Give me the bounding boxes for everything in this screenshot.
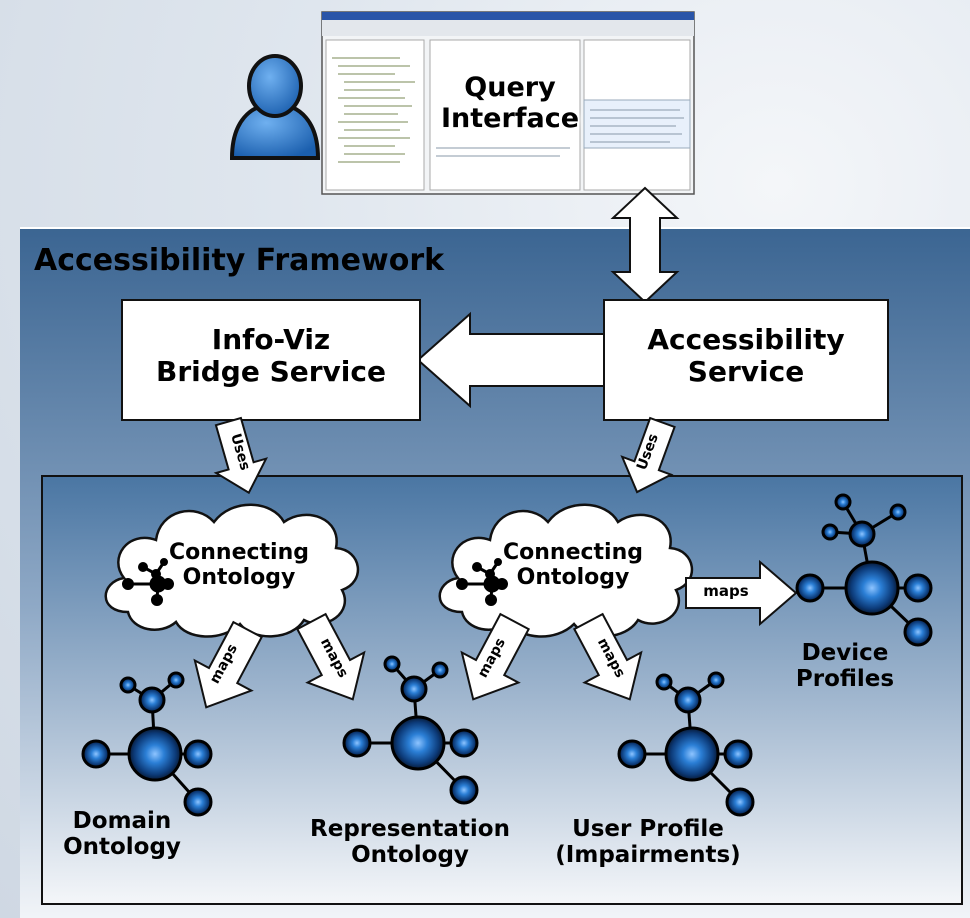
connecting-ontology-cloud-left — [104, 503, 359, 638]
infoviz-service-box — [121, 299, 421, 421]
maps-label-device: maps — [703, 582, 749, 600]
connecting-ontology-left-line1: Connecting — [168, 540, 309, 565]
connecting-ontology-cloud-right — [438, 503, 693, 638]
maps-arrow-domain — [193, 620, 264, 709]
representation-ontology-line2: Ontology — [351, 842, 469, 869]
graph-icon-left — [122, 558, 174, 606]
maps-arrow-representation-left — [295, 612, 366, 701]
user-profile-line2: (Impairments) — [555, 842, 741, 869]
device-profiles-ontology-graph — [795, 493, 933, 647]
domain-ontology-line1: Domain — [72, 808, 172, 834]
query-interface-line1: Query — [464, 72, 556, 103]
maps-arrow-user-profile — [572, 612, 643, 701]
maps-arrow-representation-right — [460, 612, 531, 701]
device-profiles-line1: Device — [801, 640, 889, 666]
framework-title: Accessibility Framework — [34, 243, 445, 278]
user-person-icon — [229, 54, 321, 160]
representation-ontology-graph — [342, 655, 479, 805]
domain-ontology-label: Domain Ontology — [52, 808, 192, 861]
infoviz-service-line2: Bridge Service — [156, 355, 386, 389]
representation-ontology-label: Representation Ontology — [300, 816, 520, 869]
query-interface-line2: Interface — [440, 103, 580, 135]
uses-arrow-left — [213, 416, 269, 495]
infoviz-service-line1: Info-Viz — [211, 323, 331, 356]
user-profile-line1: User Profile — [572, 816, 724, 842]
device-profiles-line2: Profiles — [795, 666, 895, 693]
device-profiles-label: Device Profiles — [790, 640, 900, 693]
accessibility-service-label: Accessibility Service — [604, 323, 888, 389]
connecting-ontology-label-left: Connecting Ontology — [164, 540, 314, 591]
service-arrow — [416, 311, 605, 409]
maps-arrow-device — [685, 559, 798, 627]
graph-icon-right — [456, 558, 508, 606]
query-interface-label: Query Interface — [420, 72, 600, 134]
connecting-ontology-left-line2: Ontology — [182, 565, 296, 591]
query-interface-screenshot — [321, 11, 695, 195]
user-profile-ontology-graph — [617, 671, 755, 817]
representation-ontology-line1: Representation — [310, 816, 510, 842]
infoviz-service-label: Info-Viz Bridge Service — [122, 323, 420, 389]
uses-arrow-right — [620, 416, 676, 494]
domain-ontology-graph — [81, 671, 213, 817]
accessibility-service-line1: Accessibility — [647, 323, 845, 356]
connecting-ontology-label-right: Connecting Ontology — [498, 540, 648, 591]
connecting-ontology-right-line2: Ontology — [516, 565, 630, 591]
user-profile-label: User Profile (Impairments) — [548, 816, 748, 869]
domain-ontology-line2: Ontology — [63, 834, 181, 861]
accessibility-service-box — [603, 299, 889, 421]
connecting-ontology-right-line1: Connecting — [502, 540, 643, 565]
accessibility-service-line2: Service — [687, 355, 805, 389]
